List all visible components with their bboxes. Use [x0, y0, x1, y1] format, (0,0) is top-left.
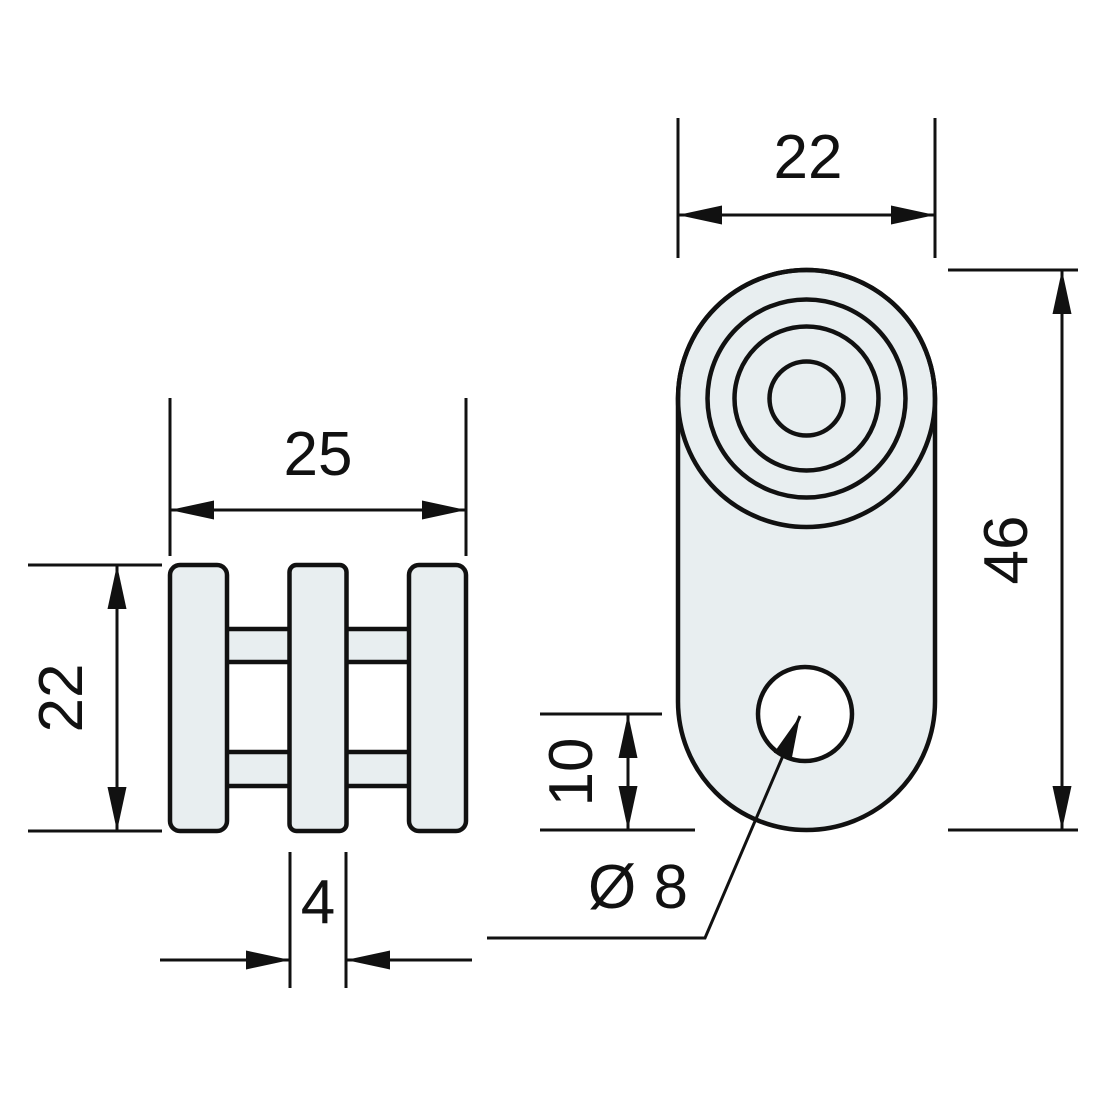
pulley-ring-middle — [705, 297, 908, 500]
dim-left-width: 25 — [168, 398, 468, 556]
right-view-dimensions: 22 46 10 Ø 8 — [487, 118, 1078, 940]
pulley-outer-circle — [675, 267, 938, 530]
dim-label-hole-offset: 10 — [537, 738, 606, 807]
shaft-bar-bottom-right — [338, 749, 417, 789]
dim-label-left-width: 25 — [284, 420, 353, 489]
leader-line — [487, 715, 802, 940]
dim-label-right-height: 46 — [972, 516, 1041, 585]
shaft-bar-top-right — [338, 626, 417, 665]
right-view-part — [675, 267, 938, 833]
dim-hole-offset: 10 — [537, 712, 695, 832]
dim-left-height: 22 — [27, 563, 162, 833]
dim-label-right-width: 22 — [774, 123, 843, 192]
dim-hub-width: 4 — [160, 852, 472, 988]
hole-diameter-label: Ø 8 — [588, 853, 688, 922]
flange-right — [406, 562, 469, 834]
pulley-bore — [767, 359, 846, 438]
flange-left — [167, 562, 230, 834]
shaft-bar-top-left — [219, 626, 298, 665]
hub-band — [287, 562, 349, 834]
mounting-hole — [755, 664, 855, 764]
dim-right-width: 22 — [676, 118, 937, 258]
hole-diameter-callout: Ø 8 — [487, 715, 802, 940]
pulley-ring-inner — [732, 324, 881, 473]
dim-label-left-height: 22 — [27, 664, 96, 733]
dim-right-height: 46 — [948, 268, 1078, 832]
left-view-dimensions: 25 22 4 — [27, 398, 472, 988]
shaft-bar-bottom-left — [219, 749, 298, 789]
left-view-part — [167, 562, 469, 834]
dim-label-hub-width: 4 — [301, 868, 335, 937]
